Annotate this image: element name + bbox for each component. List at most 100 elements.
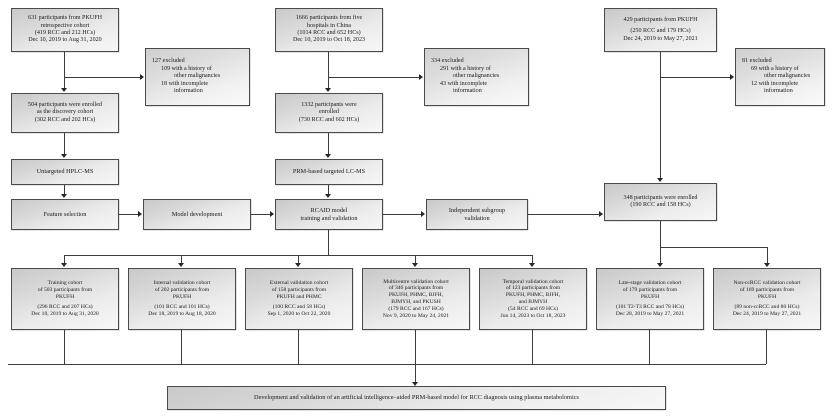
cohort-box-temporal-validation: Temporal validation cohort of 123 partic…	[479, 268, 587, 330]
cohort-2-dates: Sep 1, 2020 to Oct 22, 2020	[267, 311, 331, 318]
enrolled-multicentre-line2: enrolled	[319, 109, 339, 116]
connector-rcaid-down	[328, 230, 329, 255]
pipeline-box-independent-subgroup: Independent subgroup validation	[426, 199, 528, 230]
enrolled-multicentre-line3: (730 RCC and 602 HCs)	[298, 116, 360, 123]
connector-rcaid-to-independent	[383, 214, 421, 215]
cohort-4-site2: and BJMYH	[518, 299, 548, 305]
connector-multicentre-vertical	[328, 52, 329, 88]
enrolled-discovery-line3: (302 RCC and 202 HCs)	[34, 116, 96, 123]
exclusion-multicentre-reason2b: information	[453, 88, 482, 95]
exclusion-subgroup-reason2b: information	[764, 88, 793, 95]
arrowhead-cohort-internal	[178, 263, 185, 267]
connector-multicentre-exclusion	[328, 77, 419, 78]
connector-to-conclusion	[415, 364, 416, 382]
arrowhead-independent-subgroup	[421, 211, 425, 218]
pipeline-box-feature-selection: Feature selection	[11, 199, 119, 230]
exclusion-discovery-reason1: 109 with a history of	[161, 65, 212, 72]
source-discovery-line4: Dec 10, 2019 to Aug 31, 2020	[28, 37, 102, 44]
arrowhead-untargeted	[61, 154, 68, 158]
cohort-2-name: External validation cohort	[269, 279, 329, 286]
source-subgroup-line1: 429 participants from PKUFH	[623, 16, 698, 23]
cohort-1-dates: Dec 18, 2019 to Aug 18, 2020	[148, 311, 216, 318]
cohort-4-name: Temporal validation cohort	[502, 278, 564, 285]
exclusion-box-subgroup: 81 excluded 69 with a history of other m…	[735, 48, 825, 106]
connector-targeted-to-rcaid	[328, 185, 329, 194]
enrolled-box-multicentre: 1332 participants were enrolled (730 RCC…	[275, 93, 383, 133]
enrolled-subgroup-line1: 348 participants were enrolled	[623, 194, 698, 201]
connector-enrolled-to-untargeted	[64, 133, 65, 154]
riser-temporal	[532, 330, 533, 364]
pipeline-box-rcaid-model: RCAID model training and validation	[275, 199, 383, 230]
arrowhead-rcaid-left	[270, 211, 274, 218]
arrowhead-discovery-exclusion	[140, 74, 144, 81]
exclusion-box-multicentre: 334 excluded 291 with a history of other…	[424, 48, 529, 106]
cohort-3-dates: Nov 9, 2020 to May 24, 2021	[382, 312, 450, 319]
cohort-4-composition: (54 RCC and 69 HCs)	[508, 305, 558, 312]
source-subgroup-line2: (250 RCC and 179 HCs)	[630, 28, 691, 35]
exclusion-discovery-total: 127 excluded	[152, 58, 185, 65]
cohort-0-name: Training cohort	[47, 279, 83, 286]
method-box-targeted: PRM-based targeted LC-MS	[275, 159, 383, 185]
model-development-label: Model development	[171, 210, 223, 218]
exclusion-box-discovery: 127 excluded 109 with a history of other…	[145, 48, 250, 106]
exclusion-subgroup-reason2: 12 with incomplete	[751, 80, 799, 87]
exclusion-discovery-reason2: 18 with incomplete	[161, 80, 209, 87]
cohort-6-composition: (89 non-ccRCC and 80 HCs)	[734, 304, 800, 311]
source-multicentre-line1: 1666 participants from five	[295, 15, 363, 22]
exclusion-multicentre-reason1: 291 with a history of	[440, 65, 491, 72]
cohort-box-non-ccrcc-validation: Non-ccRCC validation cohort of 169 parti…	[713, 268, 821, 330]
cohort-box-training: Training cohort of 503 participants from…	[11, 268, 119, 330]
exclusion-multicentre-total: 334 excluded	[431, 58, 464, 65]
connector-discovery-vertical	[64, 52, 65, 88]
cohort-3-site: PKUFH, PHMC, BJFH,	[388, 292, 444, 299]
connector-discovery-exclusion	[64, 77, 140, 78]
exclusion-subgroup-reason1b: other malignancies	[764, 73, 811, 80]
arrowhead-multicentre-enrolled	[325, 88, 332, 92]
enrolled-discovery-line2: as the discovery cohort	[36, 109, 94, 116]
riser-non-ccrcc	[766, 330, 767, 364]
cohort-3-name: Multicentre validation cohort	[383, 278, 449, 285]
connector-untargeted-to-feature	[64, 185, 65, 194]
cohort-5-composition: (101 T2-T3 RCC and 78 HCs)	[615, 304, 685, 311]
enrolled-box-discovery: 504 participants were enrolled as the di…	[11, 93, 119, 133]
method-targeted-label: PRM-based targeted LC-MS	[292, 168, 366, 176]
connector-subgroup-exclusion	[660, 77, 730, 78]
riser-training	[64, 330, 65, 364]
enrolled-subgroup-line2: (190 RCC and 158 HCs)	[630, 202, 691, 208]
drop-multicentre	[415, 255, 416, 263]
exclusion-multicentre-reason1b: other malignancies	[453, 73, 500, 80]
connector-subgroup-vertical	[660, 52, 661, 178]
cohort-1-participants: of 202 participants from	[154, 286, 210, 293]
arrowhead-conclusion	[412, 382, 419, 386]
cohort-4-participants: of 123 participants from	[505, 285, 561, 292]
enrolled-discovery-line1: 504 participants were enrolled	[28, 101, 102, 108]
cohort-box-external-validation: External validation cohort of 158 partic…	[245, 268, 353, 330]
cohort-4-dates: Jun 14, 2023 to Oct 18, 2023	[500, 312, 566, 319]
cohort-box-multicentre-validation: Multicentre validation cohort of 346 par…	[362, 268, 470, 330]
independent-label-line2: validation	[464, 214, 490, 222]
riser-late-stage	[649, 330, 650, 364]
arrowhead-cohort-late-stage	[657, 263, 664, 267]
method-box-untargeted: Untargeted HPLC-MS	[11, 159, 119, 185]
source-discovery-line2: retrospective cohort	[40, 22, 90, 29]
independent-label-line1: Independent subgroup	[448, 206, 506, 214]
source-multicentre-line3: (1014 RCC and 652 HCs)	[297, 30, 361, 36]
cohort-2-participants: of 158 participants from	[271, 286, 327, 293]
cohort-6-dates: Dec 24, 2019 to May 27, 2021	[732, 311, 802, 318]
cohort-1-composition: (101 RCC and 101 HCs)	[154, 304, 210, 311]
arrowhead-cohort-external	[295, 263, 302, 267]
drop-late-stage	[660, 247, 661, 263]
cohort-5-site: PKUFH	[640, 293, 660, 300]
exclusion-multicentre-reason2: 43 with incomplete	[440, 80, 488, 87]
arrowhead-subgroup-exclusion	[730, 74, 734, 81]
drop-training	[64, 255, 65, 263]
rcaid-label-line2: training and validation	[300, 214, 358, 222]
source-multicentre-line4: Dec 10, 2019 to Oct 18, 2023	[292, 37, 366, 44]
cohort-4-site: PKUFH, PHMC, BJFH,	[505, 292, 561, 299]
arrowhead-cohort-non-ccrcc	[764, 263, 771, 267]
connector-model-to-rcaid	[251, 214, 270, 215]
cohort-2-composition: (100 RCC and 58 HCs)	[272, 304, 326, 311]
drop-internal	[181, 255, 182, 263]
source-discovery-line3: (419 RCC and 212 HCs)	[34, 30, 96, 36]
